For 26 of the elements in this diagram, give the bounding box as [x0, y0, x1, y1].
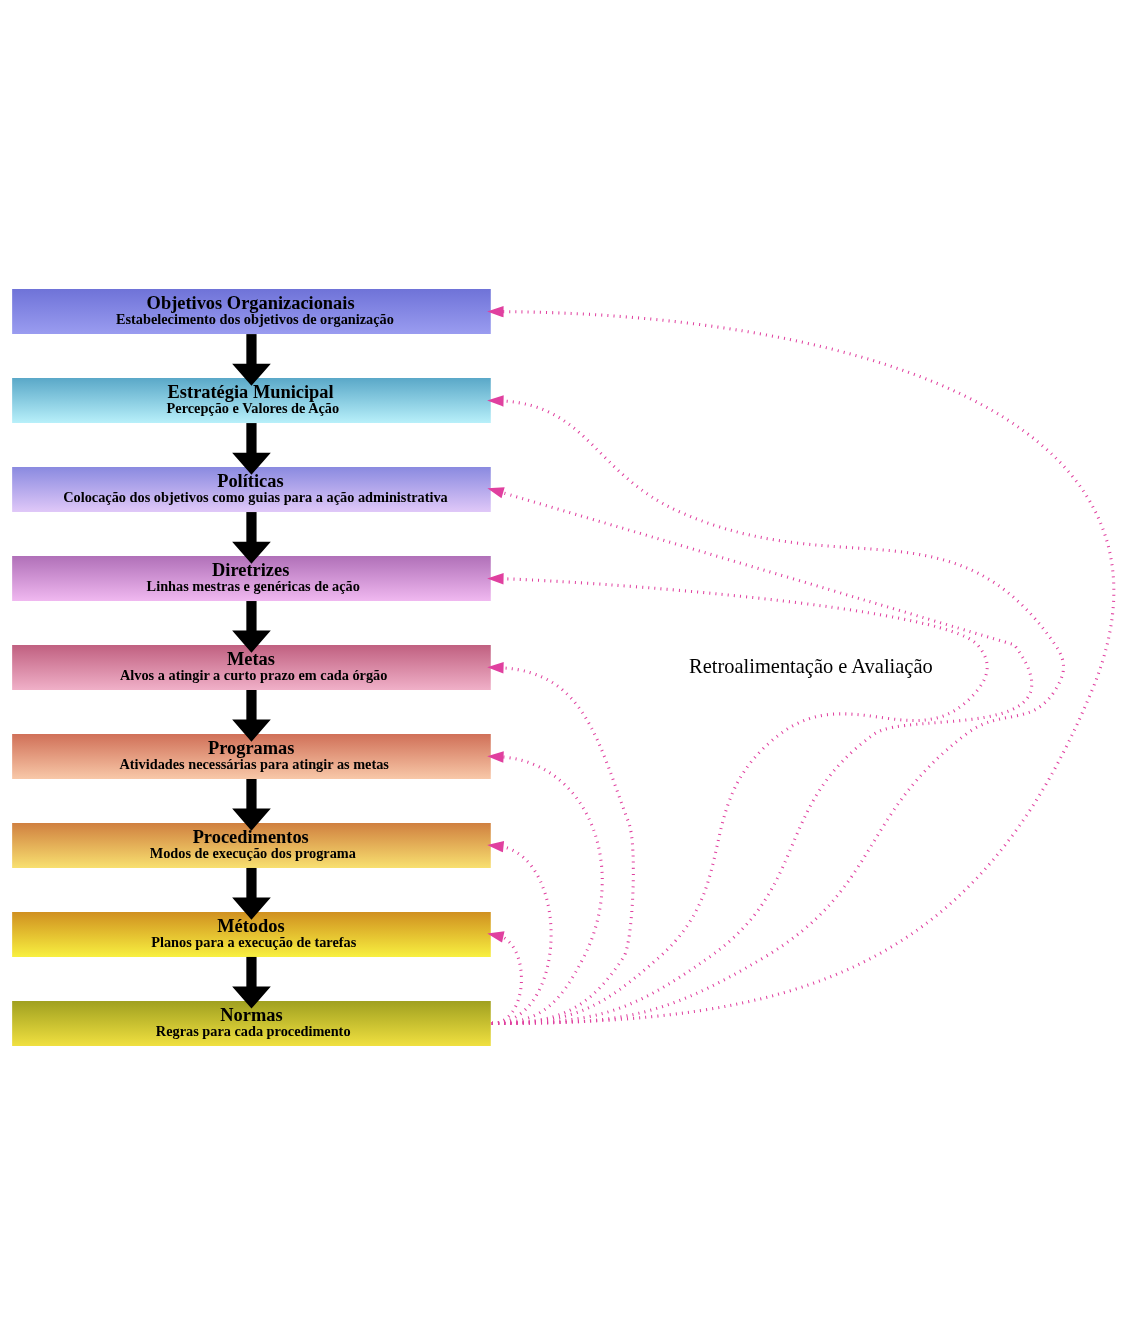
- node-box: Programas Atividades necessárias para atingir as metas: [12, 733, 491, 779]
- node-box: Diretrizes Linhas mestras e genéricas de ação: [12, 555, 491, 601]
- arrow: [487, 750, 604, 1025]
- arrow: [232, 956, 271, 1009]
- arrow: [232, 422, 271, 475]
- arrow: [487, 394, 1065, 1025]
- arrow: [232, 600, 271, 653]
- arrow: [487, 661, 635, 1025]
- arrow: [232, 511, 271, 564]
- node-box: Normas Regras para cada procedimento: [12, 1000, 491, 1046]
- arrow: [487, 486, 1033, 1025]
- node-box: Metas Alvos a atingir a curto prazo em cada órgão: [12, 644, 491, 690]
- arrow: [232, 867, 271, 920]
- arrow: [487, 572, 988, 1025]
- node-box: Procedimentos Modos de execução dos programa: [12, 822, 491, 868]
- node-box: Políticas Colocação dos objetivos como guias para a ação administrativa: [12, 466, 491, 512]
- node-box: Métodos Planos para a execução de tarefas: [12, 911, 491, 957]
- label: Retroalimentação e Avaliação: [689, 654, 933, 677]
- arrow: [487, 840, 553, 1025]
- arrow: [232, 689, 271, 742]
- node-box: Estratégia Municipal Percepção e Valores de Ação: [12, 377, 491, 423]
- arrow: [487, 930, 523, 1025]
- arrow: [232, 333, 271, 386]
- arrow: [232, 778, 271, 831]
- node-box: Objetivos Organizacionais Estabelecimento dos objetivos de organização: [12, 288, 491, 334]
- arrow: [487, 305, 1114, 1025]
